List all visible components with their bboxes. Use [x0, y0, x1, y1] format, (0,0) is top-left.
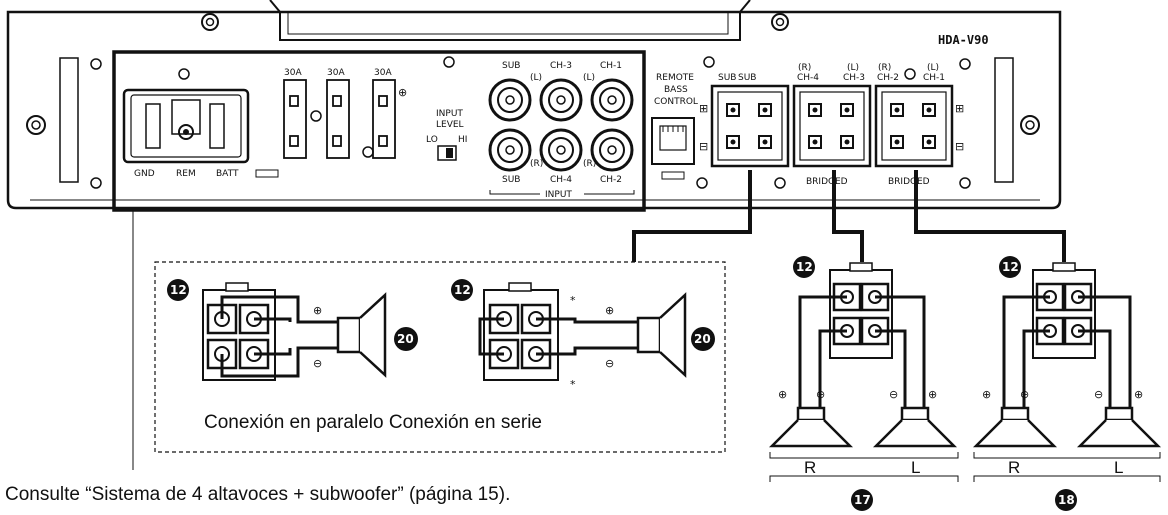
svg-text:INPUT: INPUT: [436, 109, 463, 119]
callout-12-text: 12: [454, 283, 471, 297]
remote-bass-control-port: REMOTE BASS CONTROL: [651, 73, 698, 180]
speaker-output-terminals: SUB SUB (R) CH-4 (L) CH-3 (R) CH-2 (L) C…: [699, 63, 964, 187]
stereo-pair-18: 12 ⊕ ⊖ ⊖ ⊕ R L 18: [972, 256, 1162, 511]
rca-ch4-label: CH-4: [550, 175, 572, 185]
rca-r-label: (R): [530, 159, 543, 169]
hi-label: HI: [458, 135, 467, 145]
series-connection-diagram: 12 * * ⊕ ⊖ 20: [451, 279, 715, 391]
out-sub-label: SUB: [718, 73, 736, 83]
screw-icon: [26, 115, 46, 135]
fuse-group: 30A 30A 30A ⊕: [283, 68, 407, 159]
svg-text:CONTROL: CONTROL: [654, 97, 698, 107]
out-r-label: (R): [878, 63, 891, 73]
stereo-pair-17: 12 ⊕ ⊖ ⊖ ⊕ R L 17: [768, 256, 959, 511]
bridged-label: BRIDGED: [888, 177, 930, 187]
lo-label: LO: [426, 135, 438, 145]
svg-text:⊖: ⊖: [1020, 388, 1029, 401]
svg-text:⊟: ⊟: [699, 140, 708, 153]
callout-12-text: 12: [796, 260, 813, 274]
channel-l-label: L: [1114, 458, 1123, 477]
callout-12-text: 12: [1002, 260, 1019, 274]
svg-text:⊕: ⊕: [928, 388, 937, 401]
svg-text:⊟: ⊟: [955, 140, 964, 153]
svg-text:BASS: BASS: [664, 85, 688, 95]
rca-inputs: SUB CH-3 CH-1 (L) (L) (R) (R) SUB CH-4 C…: [488, 61, 635, 200]
out-sub-label: SUB: [738, 73, 756, 83]
output-wires: [632, 170, 1066, 262]
parallel-connection-diagram: 12 ⊕ ⊖ 20: [167, 279, 418, 381]
rca-sub-top-label: SUB: [502, 61, 520, 71]
svg-text:⊞: ⊞: [699, 102, 708, 115]
asterisk-mark: *: [570, 294, 576, 307]
svg-text:⊕: ⊕: [778, 388, 787, 401]
svg-text:REMOTE: REMOTE: [656, 73, 694, 83]
svg-text:⊖: ⊖: [605, 357, 614, 370]
rca-ch2-label: CH-2: [600, 175, 622, 185]
speaker-icon: [1076, 419, 1162, 448]
svg-text:⊕: ⊕: [398, 86, 407, 99]
gnd-label: GND: [134, 169, 155, 179]
speaker-icon: [972, 419, 1058, 448]
speaker-icon: [336, 316, 362, 354]
speaker-icon: [768, 419, 854, 448]
callout-17-text: 17: [854, 493, 871, 507]
out-l-label: (L): [847, 63, 859, 73]
out-l-label: (L): [927, 63, 939, 73]
rca-l-label: (L): [583, 73, 595, 83]
power-terminal-block: GND REM BATT: [122, 88, 279, 179]
rca-sub-bottom-label: SUB: [502, 175, 520, 185]
svg-text:⊕: ⊕: [982, 388, 991, 401]
plus-symbol: ⊕: [313, 304, 322, 317]
model-label: HDA-V90: [938, 33, 989, 47]
fuse-label-3: 30A: [374, 68, 392, 78]
input-panel-highlight: [112, 50, 646, 212]
speaker-icon: [872, 419, 958, 448]
out-ch1-label: CH-1: [923, 73, 945, 83]
out-ch2-label: CH-2: [877, 73, 899, 83]
channel-l-label: L: [911, 458, 920, 477]
input-level-switch: INPUT LEVEL LO HI: [426, 109, 467, 161]
speaker-icon: [636, 316, 662, 354]
rca-r-label: (R): [583, 159, 596, 169]
out-ch3-label: CH-3: [843, 73, 865, 83]
svg-text:⊖: ⊖: [889, 388, 898, 401]
fuse-label-2: 30A: [327, 68, 345, 78]
screw-icon: [1020, 115, 1040, 135]
callout-20-text: 20: [397, 332, 414, 346]
input-label: INPUT: [545, 190, 572, 200]
callout-12-text: 12: [170, 283, 187, 297]
svg-text:⊞: ⊞: [955, 102, 964, 115]
parallel-series-caption: Conexión en paralelo Conexión en serie: [204, 412, 542, 433]
minus-symbol: ⊖: [313, 357, 322, 370]
svg-text:LEVEL: LEVEL: [436, 120, 464, 130]
asterisk-mark: *: [570, 378, 576, 391]
rca-l-label: (L): [530, 73, 542, 83]
rca-ch1-label: CH-1: [600, 61, 622, 71]
svg-text:⊕: ⊕: [605, 304, 614, 317]
batt-label: BATT: [216, 169, 239, 179]
svg-text:⊖: ⊖: [816, 388, 825, 401]
out-ch4-label: CH-4: [797, 73, 819, 83]
callout-20-text: 20: [694, 332, 711, 346]
amplifier-unit: HDA-V90: [6, 0, 1062, 210]
callout-12-badge: [167, 279, 189, 301]
fuse-label-1: 30A: [284, 68, 302, 78]
out-r-label: (R): [798, 63, 811, 73]
channel-r-label: R: [804, 458, 816, 477]
rem-label: REM: [176, 169, 196, 179]
bridged-label: BRIDGED: [806, 177, 848, 187]
svg-text:⊕: ⊕: [1134, 388, 1143, 401]
callout-18-text: 18: [1058, 493, 1075, 507]
rca-ch3-label: CH-3: [550, 61, 572, 71]
reference-caption: Consulte “Sistema de 4 altavoces + subwo…: [5, 484, 510, 505]
svg-text:⊖: ⊖: [1094, 388, 1103, 401]
subwoofer-options-box: [154, 261, 726, 453]
channel-r-label: R: [1008, 458, 1020, 477]
